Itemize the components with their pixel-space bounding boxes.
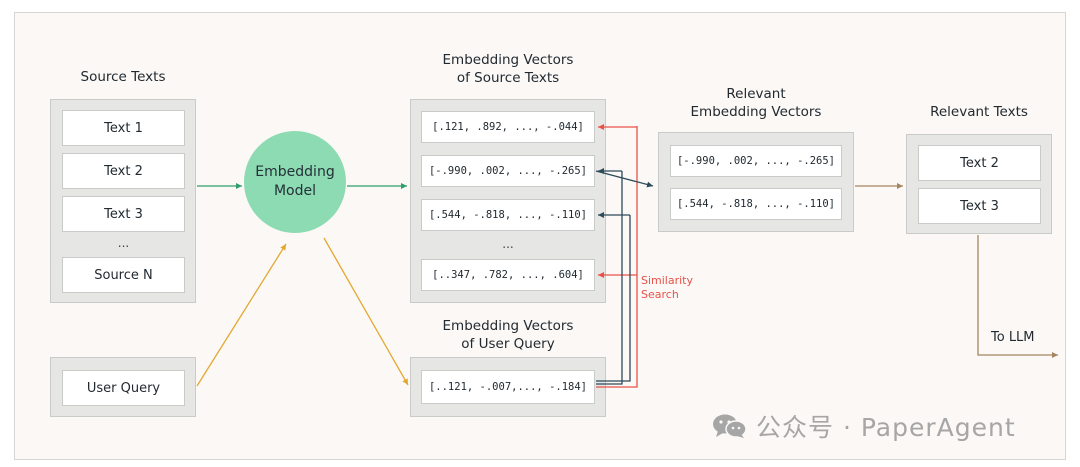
relevant-vector-2: [.544, -.818, ..., -.110] [670,188,842,220]
similarity-search-line2: Search [641,288,679,301]
arrow-model-to-query-vector [323,237,409,386]
relevant-vectors-title-line1: Relevant [726,86,786,102]
similarity-red-trunk [596,126,638,388]
relevant-vectors-title: Relevant Embedding Vectors [658,85,854,121]
source-vectors-title: Embedding Vectors of Source Texts [410,51,606,87]
query-vector: [..121, -.007,..., -.184] [421,370,595,404]
user-query-box: User Query [62,370,185,406]
source-vectors-title-line1: Embedding Vectors [442,52,574,68]
source-text-n: Source N [62,257,185,293]
watermark: 公众号 · PaperAgent [712,408,1016,444]
source-vector-2: [-.990, .002, ..., -.265] [421,155,595,187]
query-vectors-title-line1: Embedding Vectors [442,318,574,334]
relevant-text-1: Text 2 [918,145,1041,181]
wechat-icon [713,414,747,438]
similarity-dark-trunk-a [596,171,623,385]
relevant-texts-title: Relevant Texts [930,104,1028,120]
embedding-model-circle: Embedding Model [244,131,346,233]
similarity-search-label: Similarity Search [641,274,693,302]
similarity-search-line1: Similarity [641,274,694,287]
relevant-text-2: Text 3 [918,188,1041,224]
similarity-dark-trunk-b [596,215,631,382]
source-vector-1: [.121, .892, ..., -.044] [421,111,595,143]
to-llm-label: To LLM [991,330,1035,345]
source-vector-n: [..347, .782, ..., .604] [421,259,595,291]
source-text-1: Text 1 [62,110,185,146]
query-vectors-title-line2: of User Query [461,336,555,352]
source-vector-3: [.544, -.818, ..., -.110] [421,199,595,231]
source-vectors-title-line2: of Source Texts [456,70,560,86]
arrow-to-relevant-vectors [595,170,654,188]
embedding-model-line1: Embedding [255,164,335,180]
query-vectors-title: Embedding Vectors of User Query [410,317,606,353]
arrow-query-to-model [196,243,287,387]
source-texts-title: Source Texts [80,69,166,85]
source-text-3: Text 3 [62,196,185,232]
embedding-model-line2: Model [273,183,317,199]
arrow-texts-to-llm [977,235,1058,358]
source-text-ellipsis: ... [117,236,130,250]
relevant-vectors-title-line2: Embedding Vectors [690,104,822,120]
relevant-vector-1: [-.990, .002, ..., -.265] [670,145,842,177]
watermark-text: 公众号 · PaperAgent [756,413,1016,442]
source-text-2: Text 2 [62,153,185,189]
source-vector-ellipsis: ... [502,237,514,251]
